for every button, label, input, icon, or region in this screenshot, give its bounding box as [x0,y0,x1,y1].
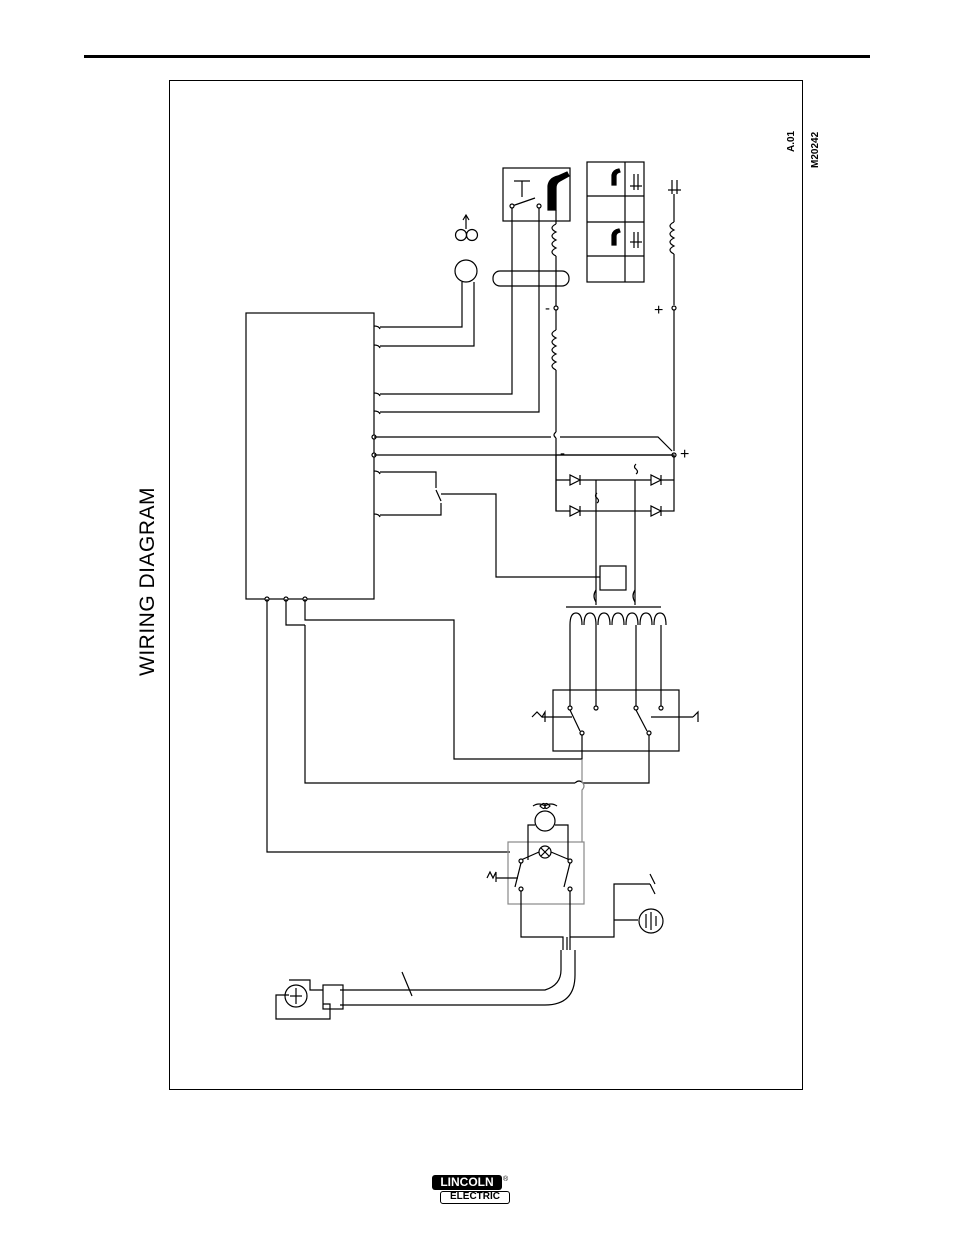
mig-gun-icon [548,172,569,210]
sensor-loop-leads [596,511,635,605]
work-clamp-cable [668,180,681,451]
power-switch-assembly [487,804,584,905]
lincoln-electric-logo: LINCOLN ELECTRIC ® [432,1175,510,1205]
rectifier-positive-symbol: + [680,446,689,463]
output-sense-leads [374,437,676,457]
chart-ground-clamp-icon [630,174,642,248]
gun-output-cable [552,210,558,511]
cable-bundle-outline [493,271,569,286]
primary-gray-link [582,760,584,842]
rectifier-negative-symbol: - [560,445,565,462]
bridge-rectifier [556,455,674,516]
thermostat-leads [380,472,600,577]
input-line-cord [276,891,575,1019]
polarity-chart [587,162,644,282]
wire-drive-motor-icon [455,215,478,282]
current-sensor [600,566,626,590]
logo-registered-mark: ® [503,1176,508,1183]
control-board [246,313,374,599]
gun-trigger-leads [380,205,539,412]
gun-negative-symbol: - [545,300,550,317]
logo-electric: ELECTRIC [440,1191,510,1204]
main-transformer [566,590,666,706]
board-connector-hooks [374,326,380,517]
board-terminals [265,435,376,601]
tap-selector-switch [532,690,698,751]
trigger-switch-icon [510,181,541,208]
primary-leads [267,599,649,852]
logo-lincoln: LINCOLN [432,1175,502,1190]
motor-leads [380,282,474,346]
clamp-positive-symbol: + [654,302,663,319]
